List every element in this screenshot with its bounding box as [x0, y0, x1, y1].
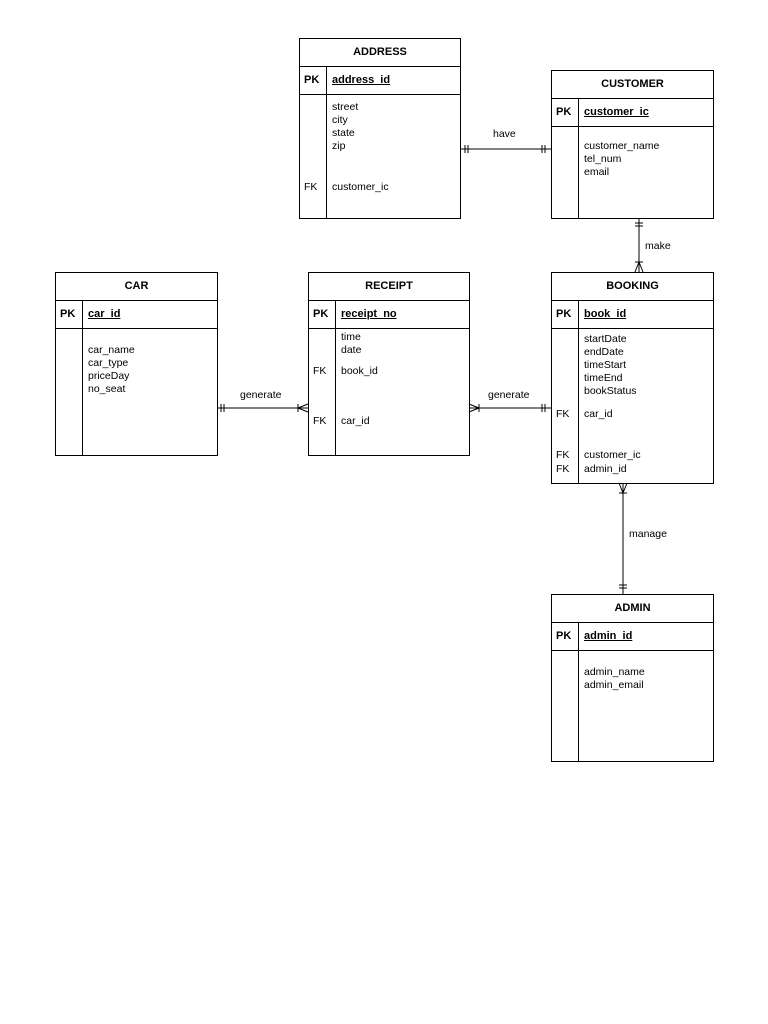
pk-field: car_id	[88, 308, 121, 320]
entity-admin[interactable]: ADMIN PK admin_id admin_name admin_email	[551, 594, 714, 762]
pk-field: receipt_no	[341, 308, 397, 320]
rel-label-make: make	[645, 240, 671, 252]
column-divider	[578, 98, 579, 218]
attribute: city	[332, 114, 348, 126]
pk-label: PK	[556, 308, 572, 320]
fk-field: book_id	[341, 365, 378, 377]
entity-title: CAR	[56, 273, 217, 301]
attribute: bookStatus	[584, 385, 637, 397]
entity-title: ADMIN	[552, 595, 713, 623]
fk-label: FK	[556, 449, 570, 461]
pk-field: customer_ic	[584, 106, 649, 118]
fk-label: FK	[304, 181, 318, 193]
attribute: time	[341, 331, 361, 343]
entity-title: BOOKING	[552, 273, 713, 301]
attribute: priceDay	[88, 370, 130, 382]
entity-title: RECEIPT	[309, 273, 469, 301]
pk-field: address_id	[332, 74, 391, 86]
column-divider	[335, 300, 336, 455]
entity-address[interactable]: ADDRESS PK address_id street city state …	[299, 38, 461, 219]
pk-label: PK	[304, 74, 320, 86]
fk-field: customer_ic	[332, 181, 389, 193]
attribute: admin_name	[584, 666, 645, 678]
entity-title: ADDRESS	[300, 39, 460, 67]
attribute: date	[341, 344, 362, 356]
fk-label: FK	[556, 408, 570, 420]
attribute: no_seat	[88, 383, 126, 395]
entity-title: CUSTOMER	[552, 71, 713, 99]
rel-label-have: have	[493, 128, 516, 140]
pk-label: PK	[60, 308, 76, 320]
primary-key-row: PK receipt_no	[309, 301, 469, 329]
attribute: timeEnd	[584, 372, 623, 384]
pk-label: PK	[556, 106, 572, 118]
attribute: email	[584, 166, 610, 178]
pk-field: admin_id	[584, 630, 633, 642]
primary-key-row: PK customer_ic	[552, 99, 713, 127]
primary-key-row: PK address_id	[300, 67, 460, 95]
fk-label: FK	[313, 415, 327, 427]
entity-car[interactable]: CAR PK car_id car_name car_type priceDay…	[55, 272, 218, 456]
attribute: tel_num	[584, 153, 622, 165]
fk-label: FK	[313, 365, 327, 377]
column-divider	[578, 622, 579, 761]
attribute: admin_email	[584, 679, 644, 691]
fk-field: car_id	[584, 408, 613, 420]
attribute: timeStart	[584, 359, 627, 371]
attribute: street	[332, 101, 359, 113]
attribute: customer_name	[584, 140, 660, 152]
fk-field: admin_id	[584, 463, 627, 475]
column-divider	[82, 300, 83, 455]
attribute: zip	[332, 140, 346, 152]
primary-key-row: PK admin_id	[552, 623, 713, 651]
column-divider	[578, 300, 579, 483]
pk-label: PK	[556, 630, 572, 642]
rel-label-manage: manage	[629, 528, 667, 540]
entity-receipt[interactable]: RECEIPT PK receipt_no time date FK book_…	[308, 272, 470, 456]
column-divider	[326, 66, 327, 218]
pk-field: book_id	[584, 308, 627, 320]
pk-label: PK	[313, 308, 329, 320]
fk-field: customer_ic	[584, 449, 641, 461]
rel-label-receipt-booking: generate	[488, 389, 530, 401]
attribute: state	[332, 127, 355, 139]
attribute: startDate	[584, 333, 627, 345]
entity-customer[interactable]: CUSTOMER PK customer_ic customer_name te…	[551, 70, 714, 219]
fk-field: car_id	[341, 415, 370, 427]
attribute: car_type	[88, 357, 129, 369]
rel-label-car-receipt: generate	[240, 389, 282, 401]
primary-key-row: PK book_id	[552, 301, 713, 329]
fk-label: FK	[556, 463, 570, 475]
attribute: car_name	[88, 344, 135, 356]
entity-booking[interactable]: BOOKING PK book_id startDate endDate tim…	[551, 272, 714, 484]
attribute: endDate	[584, 346, 624, 358]
primary-key-row: PK car_id	[56, 301, 217, 329]
